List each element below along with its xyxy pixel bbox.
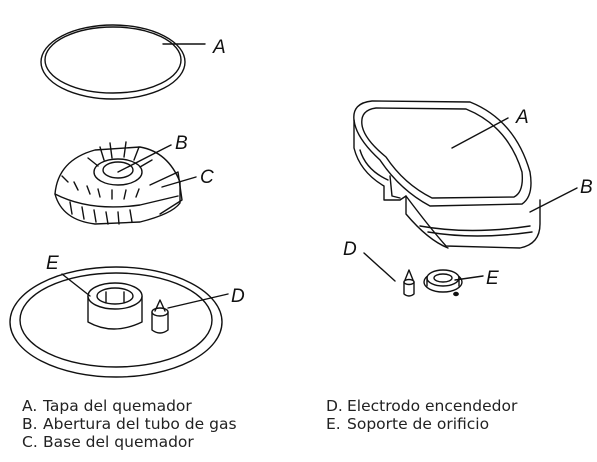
legend-right: D. Electrodo encendedor E. Soporte de or… <box>326 397 517 433</box>
legend-left: A. Tapa del quemador B. Abertura del tub… <box>22 397 237 451</box>
legend-text: Base del quemador <box>43 433 194 451</box>
round-electrode-callout: D <box>231 286 245 307</box>
round-base-head-callout: C <box>200 167 214 188</box>
legend-item: E. Soporte de orificio <box>326 415 517 433</box>
round-burner-head <box>54 141 183 225</box>
oval-burner-cap <box>353 100 532 207</box>
round-opening-callout: B <box>175 133 188 154</box>
legend-text: Tapa del quemador <box>43 397 192 415</box>
oval-cap-callout: A <box>515 107 529 128</box>
oval-orifice-callout: E <box>486 268 499 289</box>
legend-item: A. Tapa del quemador <box>22 397 237 415</box>
oval-electrode-callout: D <box>343 239 357 260</box>
legend-letter: E. <box>326 415 341 433</box>
round-burner-base-plate <box>9 266 223 378</box>
legend-letter: C. <box>22 433 38 451</box>
oval-burner-orifice <box>423 269 463 297</box>
oval-head-callout: B <box>580 177 593 198</box>
legend-item: B. Abertura del tubo de gas <box>22 415 237 433</box>
legend-text: Soporte de orificio <box>347 415 490 433</box>
legend-text: Abertura del tubo de gas <box>43 415 237 433</box>
legend-item: C. Base del quemador <box>22 433 237 451</box>
oval-burner-head <box>353 119 541 249</box>
oval-burner-electrode <box>403 269 415 297</box>
legend-letter: D. <box>326 397 343 415</box>
legend-item: D. Electrodo encendedor <box>326 397 517 415</box>
legend-letter: B. <box>22 415 38 433</box>
legend-text: Electrodo encendedor <box>347 397 518 415</box>
leader-lines <box>61 43 578 309</box>
round-orifice-callout: E <box>46 253 59 274</box>
round-cap-callout: A <box>212 37 226 58</box>
legend-letter: A. <box>22 397 38 415</box>
round-burner-cap <box>40 24 186 100</box>
